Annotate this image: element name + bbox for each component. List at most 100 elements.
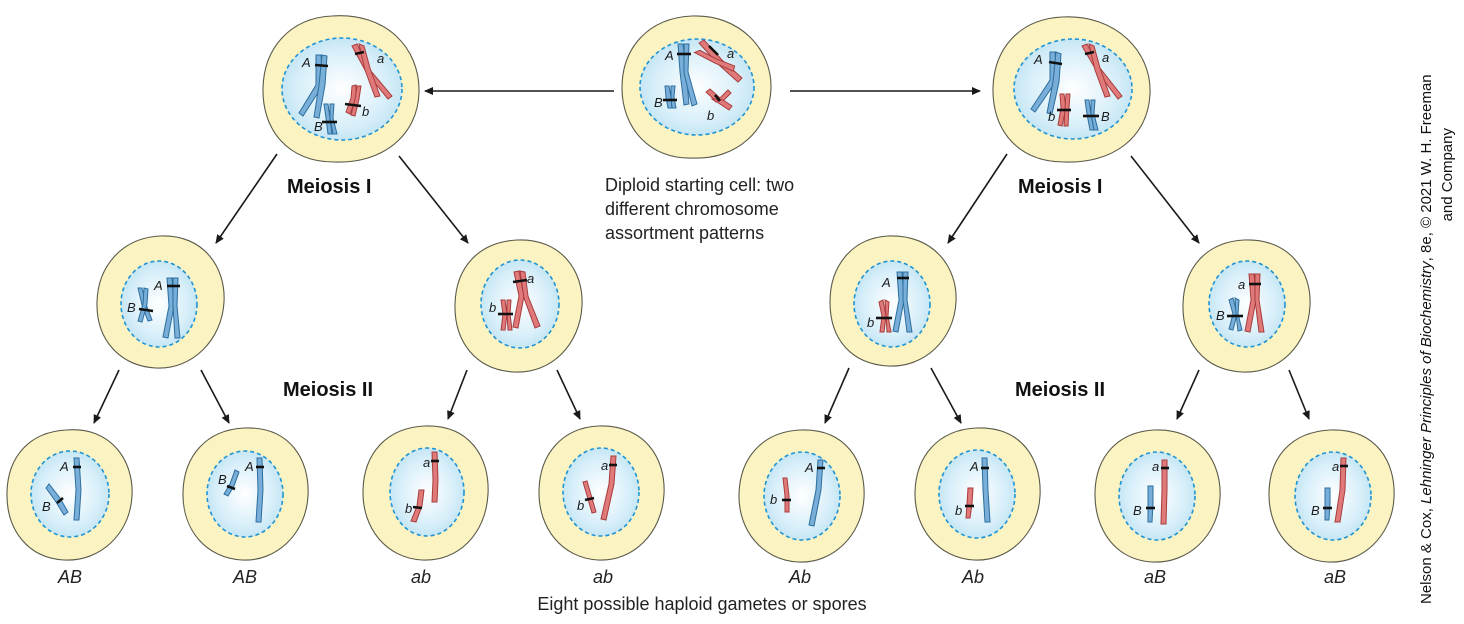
- label-B: B: [1101, 109, 1110, 124]
- label-a: a: [1238, 277, 1245, 292]
- copyright-credit: Nelson & Cox, Lehninger Principles of Bi…: [1418, 74, 1456, 604]
- label-A: A: [881, 275, 891, 290]
- label-B: B: [218, 472, 227, 487]
- label-A: A: [969, 459, 979, 474]
- arrow-meiosis2-4b: [1288, 369, 1310, 420]
- meiosis1-cell-AB: A B: [96, 235, 225, 369]
- label-B: B: [1311, 503, 1320, 518]
- chromatid-A: [255, 457, 264, 523]
- chromosome-a-sister: [1244, 273, 1265, 333]
- gamete-cell-6: A b: [914, 427, 1041, 561]
- chromatid-A: [73, 457, 82, 521]
- chromosome-a-homolog: [1081, 43, 1123, 100]
- chromatid-a: [600, 455, 617, 521]
- caption-line-3: assortment patterns: [605, 223, 764, 243]
- meiosis1-cell-Ab: A b: [829, 235, 957, 367]
- arrow-meiosis2-1a: [93, 369, 120, 424]
- arrow-meiosis2-3a: [824, 367, 850, 424]
- genotype-label-7: aB: [1144, 567, 1166, 587]
- label-b: b: [489, 300, 496, 315]
- meiosis1-cell-ab: a b: [454, 239, 583, 373]
- label-b: b: [707, 108, 714, 123]
- genotype-label-3: ab: [411, 567, 431, 587]
- label-A: A: [244, 459, 254, 474]
- credit-authors: Nelson & Cox,: [1418, 504, 1435, 604]
- chromatid-b: [410, 489, 425, 523]
- label-b: b: [577, 498, 584, 513]
- arrow-meiosis2-2b: [556, 369, 581, 420]
- arrow-meiosis1-right-b: [1130, 155, 1200, 244]
- arrows: [93, 87, 1310, 424]
- chromatid-b: [965, 487, 974, 519]
- gamete-cell-5: A b: [738, 429, 865, 563]
- chromatid-a: [1160, 459, 1168, 525]
- chromatid-A: [808, 459, 824, 527]
- chromatid-a: [1334, 457, 1347, 523]
- diploid-cell-right: A a b B: [992, 16, 1151, 163]
- diploid-cell-left: A a B b: [262, 15, 420, 163]
- caption-line-1: Diploid starting cell: two: [605, 175, 794, 195]
- chromosome-a-sister: [512, 270, 541, 329]
- chromosome-B-homolog: [322, 103, 338, 135]
- meiosis-i-label-left: Meiosis I: [287, 176, 371, 198]
- chromosome-b-homolog: [344, 84, 362, 117]
- credit-book-title: Lehninger Principles of Biochemistry: [1418, 260, 1435, 504]
- label-a: a: [423, 455, 430, 470]
- label-b: b: [362, 104, 369, 119]
- gamete-cell-4: a b: [538, 425, 665, 561]
- chromosome-b-sister: [498, 299, 513, 331]
- label-B: B: [654, 95, 663, 110]
- label-A: A: [804, 460, 814, 475]
- label-A: A: [301, 55, 311, 70]
- label-B: B: [314, 119, 323, 134]
- chromosome-B-homolog: [1083, 99, 1099, 131]
- chromosome-B-homolog: [663, 85, 677, 109]
- genotype-label-6: Ab: [961, 567, 984, 587]
- chromatid-b: [782, 477, 790, 513]
- gamete-cell-8: a B: [1268, 429, 1395, 563]
- gamete-cell-2: A B: [182, 427, 309, 561]
- label-a: a: [601, 458, 608, 473]
- genotype-label-2: AB: [232, 567, 257, 587]
- chromatid-B: [223, 469, 240, 497]
- label-a: a: [527, 271, 534, 286]
- genotype-label-4: ab: [593, 567, 613, 587]
- chromosome-A-sister: [892, 271, 913, 333]
- label-b: b: [955, 503, 962, 518]
- gamete-cell-3: a b: [362, 425, 489, 561]
- gamete-cell-1: A B: [6, 429, 133, 561]
- label-a: a: [727, 46, 734, 61]
- label-a: a: [1102, 50, 1109, 65]
- chromosome-B-sister: [1227, 297, 1243, 332]
- chromosome-A-homolog: [677, 43, 698, 107]
- label-A: A: [664, 48, 674, 63]
- arrow-meiosis1-left-b: [398, 155, 469, 244]
- bottom-caption: Eight possible haploid gametes or spores: [537, 594, 866, 614]
- label-B: B: [1133, 503, 1142, 518]
- chromosome-A-sister: [162, 277, 181, 339]
- label-a: a: [1152, 459, 1159, 474]
- label-A: A: [59, 459, 69, 474]
- start-cell-caption: Diploid starting cell: two different chr…: [605, 175, 794, 243]
- meiosis-i-label-right: Meiosis I: [1018, 176, 1102, 198]
- label-B: B: [42, 499, 51, 514]
- arrow-meiosis1-right-a: [947, 153, 1008, 244]
- label-B: B: [1216, 308, 1225, 323]
- label-B: B: [127, 300, 136, 315]
- chromatid-B: [1147, 485, 1154, 523]
- arrow-meiosis2-1b: [200, 369, 230, 424]
- label-A: A: [153, 278, 163, 293]
- label-b: b: [867, 315, 874, 330]
- label-b: b: [770, 492, 777, 507]
- arrow-meiosis2-2a: [447, 369, 468, 420]
- arrow-meiosis2-3b: [930, 367, 962, 424]
- label-A: A: [1033, 52, 1043, 67]
- credit-publisher-line2: and Company: [1439, 128, 1456, 222]
- arrow-meiosis2-4a: [1176, 369, 1200, 420]
- chromatid-B: [45, 483, 69, 516]
- meiosis-ii-label-right: Meiosis II: [1015, 379, 1105, 401]
- label-b: b: [405, 501, 412, 516]
- genotype-label-8: aB: [1324, 567, 1346, 587]
- chromatid-a: [431, 451, 439, 503]
